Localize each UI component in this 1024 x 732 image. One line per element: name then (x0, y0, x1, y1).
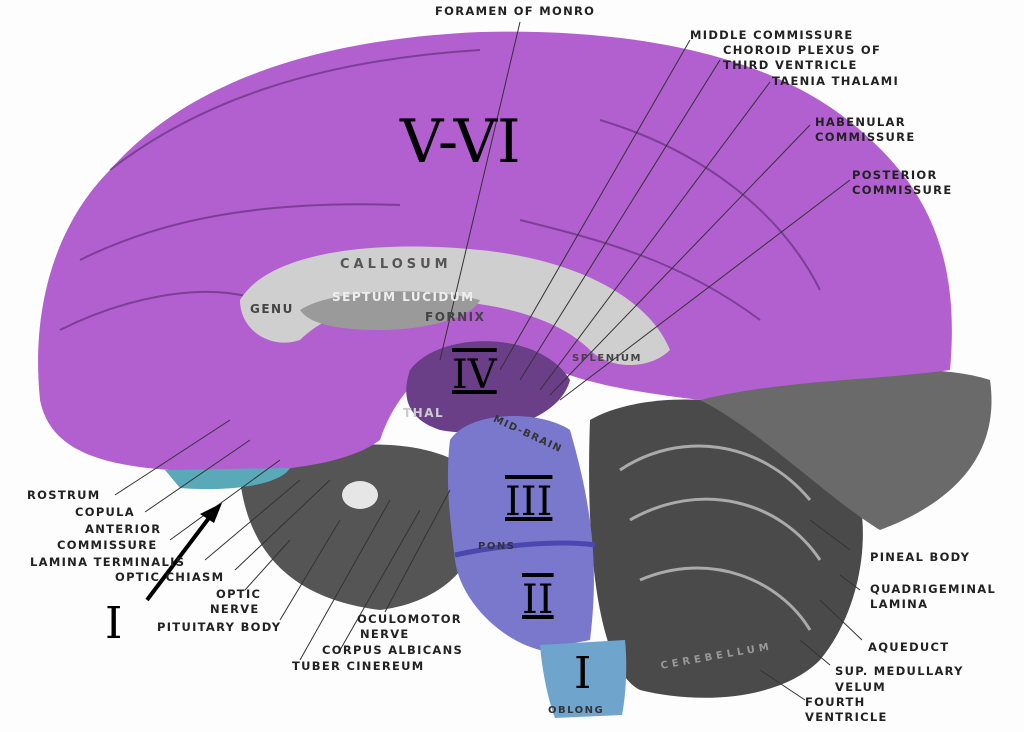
label-oculomotor-nerve: NERVE (360, 627, 410, 641)
label-foramen-of-monro: FORAMEN OF MONRO (435, 4, 596, 18)
label-aqueduct: AQUEDUCT (868, 640, 950, 654)
annotation-i-medulla: I (574, 648, 592, 699)
label-optic: OPTIC (216, 587, 262, 601)
label-lamina-terminalis: LAMINA TERMINALIS (30, 555, 186, 569)
leader-lines (114, 21, 863, 701)
annotation-iii: III (505, 479, 553, 525)
medulla (540, 640, 627, 718)
label-quadrigeminal: QUADRIGEMINAL (870, 582, 997, 596)
annotation-v-vi: V-VI (400, 107, 521, 177)
label-posterior: POSTERIOR (852, 168, 938, 182)
label-fourth-ventricle: VENTRICLE (805, 710, 888, 724)
septum-lucidum (300, 291, 480, 330)
label-anterior-commissure: COMMISSURE (57, 538, 158, 552)
thalamus (406, 341, 570, 433)
arrow-shaft (145, 508, 217, 602)
inner-thal: THAL (403, 406, 445, 420)
pons-band (454, 540, 596, 558)
label-copula: COPULA (75, 505, 136, 519)
label-middle-commissure: MIDDLE COMMISSURE (690, 28, 854, 42)
olfactory-strip (165, 468, 290, 490)
label-rostrum: ROSTRUM (27, 488, 101, 502)
label-corpus-albicans: CORPUS ALBICANS (322, 643, 464, 657)
cerebellum (589, 399, 863, 698)
label-tuber-cinereum: TUBER CINEREUM (292, 659, 425, 673)
inner-callosum: CALLOSUM (340, 257, 452, 272)
arrow-head-icon (200, 503, 222, 523)
inner-fornix: FORNIX (425, 310, 486, 324)
corpus-callosum (240, 246, 670, 365)
inner-septum-lucidum: SEPTUM LUCIDUM (332, 290, 475, 304)
label-pineal-body: PINEAL BODY (870, 550, 971, 564)
brainstem (447, 416, 594, 650)
label-pituitary-body: PITUITARY BODY (157, 620, 282, 634)
label-quadrigeminal-lamina: LAMINA (870, 597, 929, 611)
inner-genu: GENU (250, 302, 294, 316)
label-habenular: HABENULAR (815, 115, 906, 129)
label-fourth: FOURTH (805, 695, 866, 709)
label-habenular-commissure: COMMISSURE (815, 130, 916, 144)
inner-oblong: OBLONG (548, 705, 605, 716)
label-anterior: ANTERIOR (85, 522, 162, 536)
label-choroid-plexus: CHOROID PLEXUS OF (723, 43, 882, 57)
cortex (38, 31, 952, 472)
cortex-sulci (59, 49, 821, 331)
inner-splenium: SPLENIUM (572, 353, 642, 364)
label-optic-chiasm: OPTIC CHIASM (115, 570, 225, 584)
inner-pons: PONS (478, 541, 516, 552)
temporal-lobe (240, 444, 480, 610)
label-third-ventricle: THIRD VENTRICLE (723, 58, 858, 72)
annotation-iv: IV (452, 352, 497, 398)
corpus-albicans-shape (342, 481, 378, 509)
annotation-i-olfactory: I (105, 598, 123, 649)
label-posterior-commissure: COMMISSURE (852, 183, 953, 197)
occipital-lobe (700, 369, 992, 530)
label-taenia-thalami: TAENIA THALAMI (772, 74, 900, 88)
annotation-ii: II (522, 577, 554, 623)
label-optic-nerve: NERVE (210, 602, 260, 616)
label-oculomotor: OCULOMOTOR (357, 612, 462, 626)
label-velum: VELUM (835, 680, 886, 694)
cerebellum-folia (619, 444, 822, 631)
label-sup-medullary: SUP. MEDULLARY (835, 664, 964, 678)
